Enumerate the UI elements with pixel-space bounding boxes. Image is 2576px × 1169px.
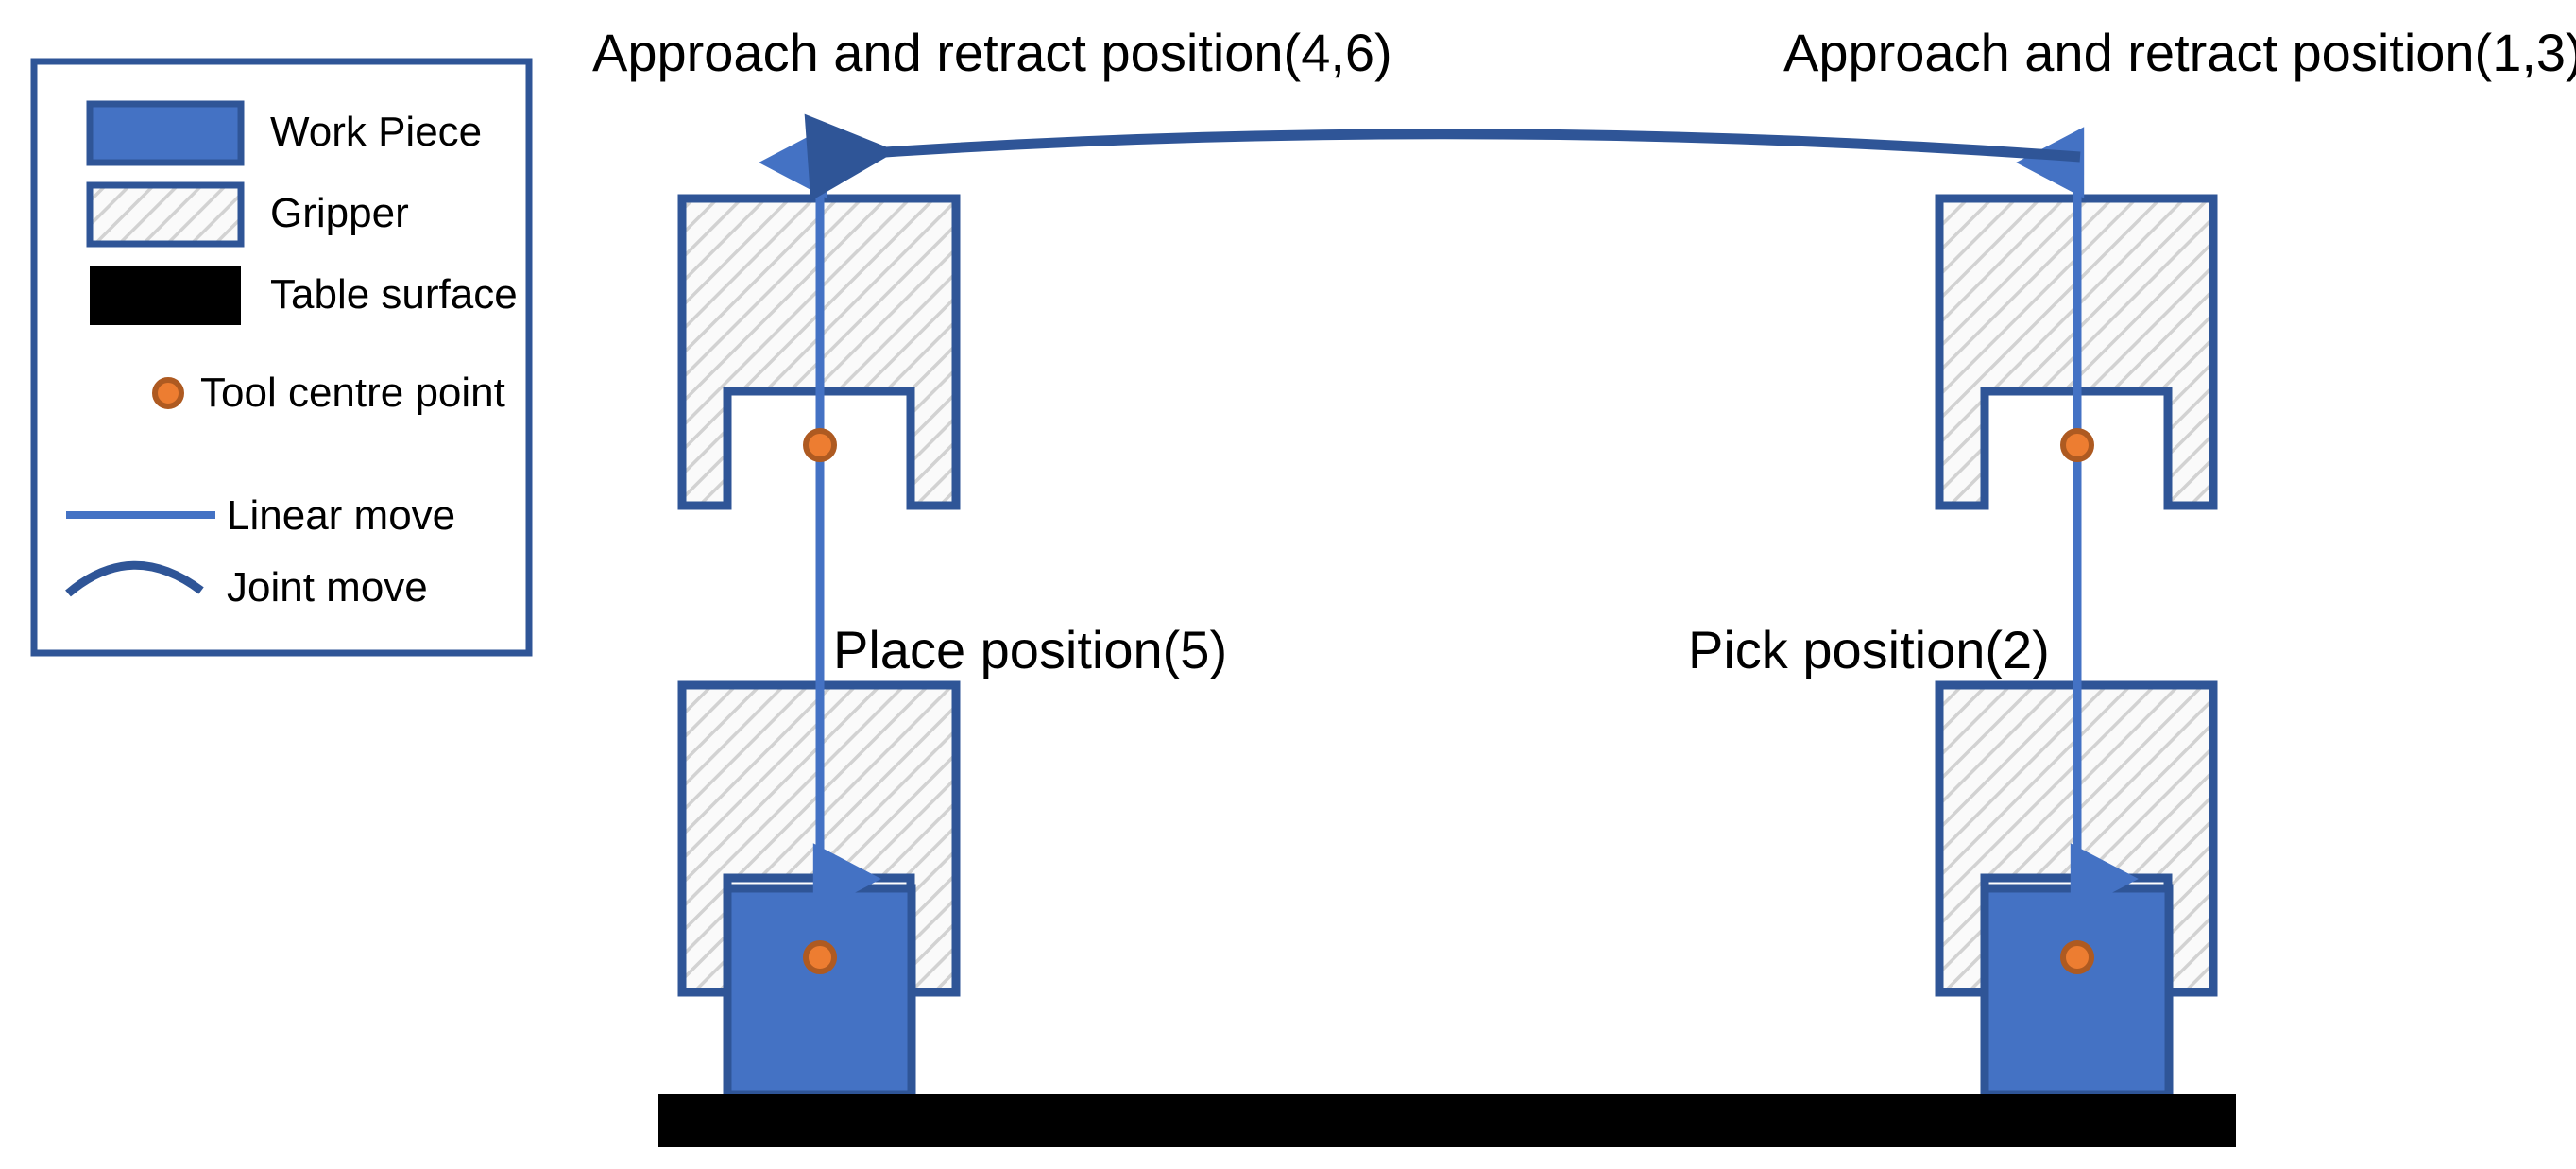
legend-swatch-work-piece	[86, 100, 245, 166]
legend-swatch-tool-centre-point	[152, 377, 184, 409]
legend-label-linear-move: Linear move	[227, 492, 456, 539]
label-place-position-5: Place position(5)	[833, 620, 1228, 679]
legend-label-gripper: Gripper	[270, 190, 409, 236]
table-surface	[658, 1094, 2236, 1147]
tool-centre-point-lower-left	[803, 940, 837, 974]
legend-swatch-table-surface	[90, 266, 241, 325]
legend-swatch-gripper	[86, 181, 245, 248]
label-pick-position-2: Pick position(2)	[1688, 620, 2050, 679]
legend-swatch-joint-move	[65, 560, 204, 597]
tool-centre-point-upper-right	[2060, 428, 2094, 462]
tool-centre-point-upper-left	[803, 428, 837, 462]
joint-move-arc	[804, 113, 2081, 201]
label-approach-retract-position-1-3: Approach and retract position(1,3)	[1783, 23, 2576, 82]
legend-label-joint-move: Joint move	[227, 564, 428, 610]
legend-label-table-surface: Table surface	[270, 271, 518, 318]
legend-label-work-piece: Work Piece	[270, 109, 483, 155]
label-approach-retract-position-4-6: Approach and retract position(4,6)	[592, 23, 1392, 82]
legend-label-tool-centre-point: Tool centre point	[200, 370, 505, 416]
tool-centre-point-lower-right	[2060, 940, 2094, 974]
